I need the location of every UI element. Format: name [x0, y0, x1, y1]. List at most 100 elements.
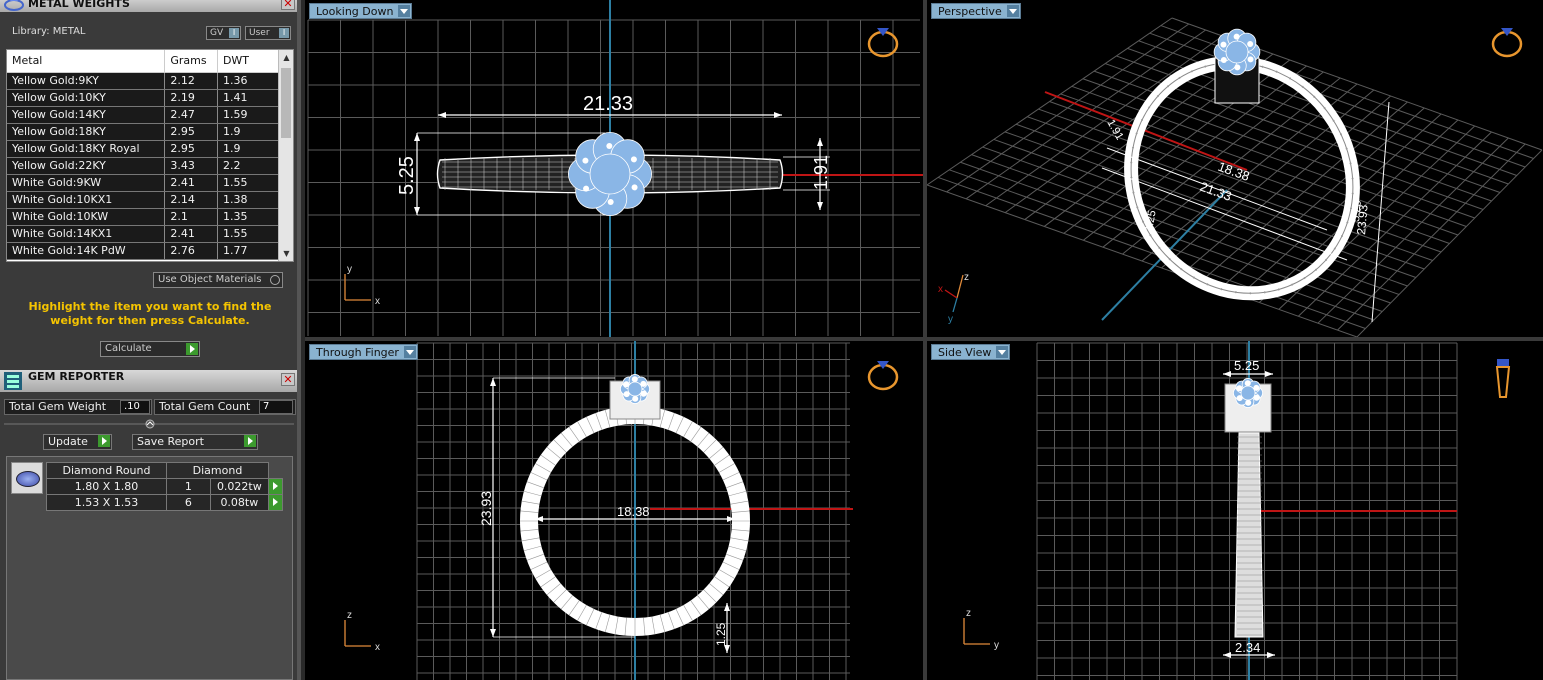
- width-dimension-arrow-l: [438, 112, 446, 118]
- metal-grams-cell: 2.41: [164, 174, 218, 192]
- play-icon: [186, 343, 198, 355]
- metal-weights-icon: [4, 0, 24, 11]
- metal-name-cell: Yellow Gold:14KY: [7, 106, 166, 124]
- col-dwt[interactable]: DWT: [217, 50, 280, 73]
- band-dimension-arrow-b: [724, 645, 730, 653]
- through-finger-label: Through Finger: [316, 346, 399, 359]
- metal-grams-cell: 2.14: [164, 191, 218, 209]
- scroll-up-icon[interactable]: ▲: [283, 53, 290, 62]
- metal-name-cell: White Gold:10KX1: [7, 191, 166, 209]
- axis-triad-up-label: z: [966, 608, 971, 619]
- height-dim-label: 23.93: [478, 491, 494, 526]
- metal-name-cell: White Gold:10KW: [7, 208, 166, 226]
- metal-dwt-cell: 1.55: [217, 174, 280, 192]
- band-dim-label: 1.25: [714, 622, 728, 646]
- viewport-looking-down-tab[interactable]: Looking Down: [309, 3, 413, 19]
- gem-size-cell: 1.53 X 1.53: [46, 494, 167, 511]
- height-dimension-arrow-t: [414, 133, 420, 141]
- axis-triad-up-axis: [956, 274, 964, 299]
- perspective-label: Perspective: [938, 5, 1002, 18]
- save-report-button[interactable]: Save Report: [132, 434, 258, 450]
- update-button[interactable]: Update: [43, 434, 112, 450]
- radio-icon: [270, 275, 280, 285]
- diamond-round-icon[interactable]: [11, 462, 43, 494]
- axis-triad-right-label: x: [375, 296, 380, 307]
- axis-triad-left-label: x: [938, 284, 943, 295]
- viewport-perspective-tab[interactable]: Perspective: [931, 3, 1021, 19]
- metal-dwt-cell: 1.38: [217, 191, 280, 209]
- band-dim-label: 1.91: [811, 155, 831, 190]
- inner-dim-label: 18.38: [1216, 159, 1252, 184]
- library-label: Library: METAL: [12, 26, 86, 37]
- metal-name-cell: White Gold:14KX1: [7, 225, 166, 243]
- dropdown-icon[interactable]: [403, 346, 416, 358]
- save-report-go: [241, 434, 257, 450]
- col-grams[interactable]: Grams: [164, 50, 218, 73]
- top-dimension-arrow-l: [1223, 371, 1231, 377]
- dropdown-icon[interactable]: [398, 5, 411, 17]
- metal-grams-cell: 2.12: [164, 72, 218, 90]
- metal-grams-cell: 2.19: [164, 89, 218, 107]
- gem-row-go-button[interactable]: [268, 494, 283, 511]
- panel-splitter-handle[interactable]: [4, 419, 294, 429]
- close-gem-reporter-button[interactable]: ✕: [281, 373, 295, 386]
- close-metal-weights-button[interactable]: ✕: [281, 0, 295, 10]
- gem-row-go-button[interactable]: [268, 478, 283, 495]
- width-dimension-arrow-r: [774, 112, 782, 118]
- calculate-button[interactable]: Calculate: [100, 341, 200, 357]
- gem-cluster-front: [620, 374, 650, 404]
- x-axis-line: [1044, 91, 1248, 171]
- height-dimension-arrow-b: [414, 207, 420, 215]
- viewport-through-finger-tab[interactable]: Through Finger: [309, 344, 418, 360]
- dropdown-icon[interactable]: [996, 346, 1009, 358]
- update-go: [95, 434, 111, 450]
- gem-reporter-titlebar: GEM REPORTER ✕: [0, 370, 297, 392]
- scroll-down-icon[interactable]: ▼: [283, 249, 290, 258]
- use-object-materials-toggle[interactable]: Use Object Materials: [153, 272, 283, 288]
- gem-cluster-side: [1233, 378, 1263, 408]
- viewport-side-view-tab[interactable]: Side View: [931, 344, 1011, 360]
- axis-triad-right-label: x: [375, 642, 380, 653]
- axis-triad-up-label: z: [964, 272, 969, 283]
- gem-cluster-top: [568, 131, 652, 216]
- viewport-divider-horizontal[interactable]: [305, 337, 1543, 341]
- metal-table-header: Metal Grams DWT: [7, 50, 280, 73]
- metal-dwt-cell: 1.59: [217, 106, 280, 124]
- save-report-label: Save Report: [137, 435, 204, 448]
- col-metal[interactable]: Metal: [7, 50, 166, 73]
- dropdown-icon[interactable]: [1006, 5, 1019, 17]
- metal-dwt-cell: 1.9: [217, 140, 280, 158]
- metal-name-cell: White Gold:9KW: [7, 174, 166, 192]
- scroll-thumb[interactable]: [281, 68, 291, 138]
- bottom-dimension-arrow-l: [1223, 652, 1231, 658]
- outer-dim-line: [1101, 167, 1348, 261]
- metal-table-scrollbar[interactable]: ▲ ▼: [278, 50, 293, 261]
- metal-dwt-cell: 1.36: [217, 72, 280, 90]
